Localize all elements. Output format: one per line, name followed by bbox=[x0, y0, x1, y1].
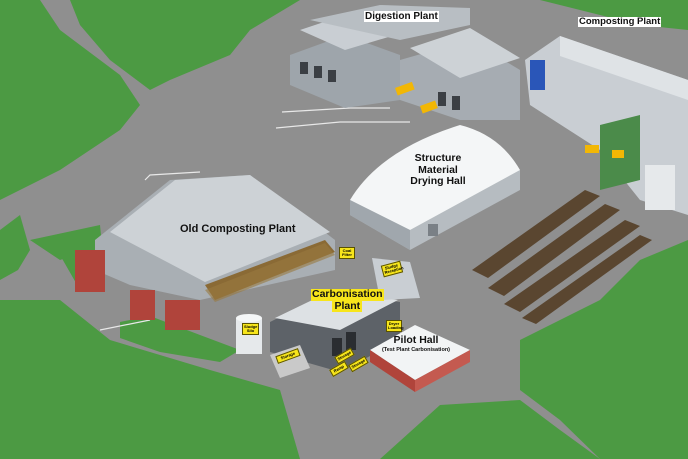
old-composting-plant-label: Old Composting Plant bbox=[180, 223, 296, 235]
composting-plant-label: Composting Plant bbox=[578, 17, 661, 27]
sludge-silo-tag: Sludge Silo bbox=[242, 323, 259, 335]
pilot-hall-title: Pilot Hall bbox=[376, 335, 456, 347]
dryer-loading-tag: Dryer Loading bbox=[386, 320, 402, 332]
pilot-hall-subtitle: (Test Plant Carbonisation) bbox=[376, 347, 456, 353]
carbonisation-label-line1: Carbonisation bbox=[311, 289, 384, 301]
carbonisation-label-line2: Plant bbox=[332, 301, 362, 313]
carbonisation-plant-label: Carbonisation Plant bbox=[311, 289, 384, 312]
coal-filter-tag: Coal Filter bbox=[339, 247, 355, 259]
drying-hall-label-line1: Structure bbox=[408, 153, 468, 165]
pilot-hall-label: Pilot Hall (Test Plant Carbonisation) bbox=[376, 335, 456, 353]
drying-hall-label: Structure Material Drying Hall bbox=[408, 153, 468, 188]
drying-hall-label-line3: Drying Hall bbox=[408, 176, 468, 188]
digestion-plant-label: Digestion Plant bbox=[364, 11, 439, 22]
